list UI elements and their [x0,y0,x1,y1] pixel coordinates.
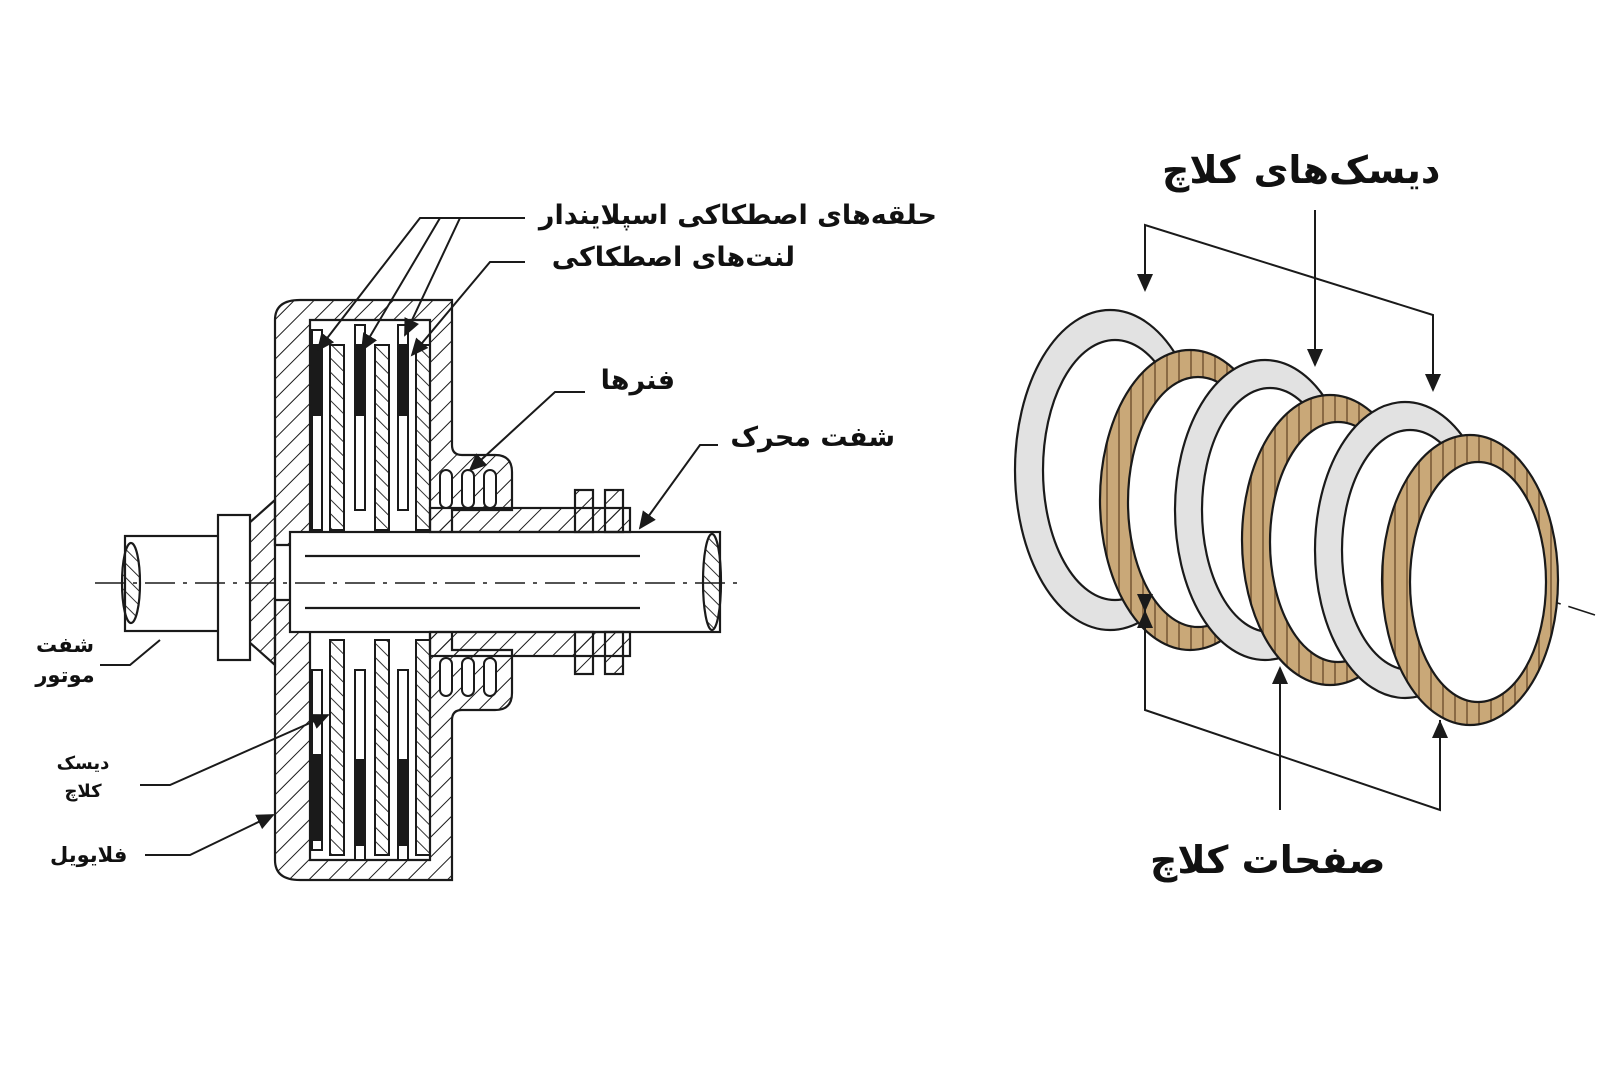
label-drive-shaft: شفت محرک [730,422,895,453]
clutch-pack-exploded-view [1013,308,1596,727]
label-splined-friction-rings: حلقه‌های اصطکاکی اسپلایندار [538,200,937,231]
clutch-disc-stack [311,324,431,861]
springs [439,469,497,697]
label-clutch-disc-line2: کلاچ [64,781,102,802]
drive-shaft [95,488,740,676]
label-clutch-plates: صفحات کلاچ [1150,838,1386,882]
label-clutch-disc: دیسک کلاچ [48,750,118,806]
label-springs: فنرها [600,365,675,396]
label-motor-shaft: شفت موتور [30,630,100,690]
label-clutch-disc-line1: دیسک [56,753,110,774]
clutch-disc-3 [1380,433,1560,727]
label-motor-shaft-line2: موتور [35,663,95,687]
leader-lines-left [100,217,718,856]
label-motor-shaft-line1: شفت [36,633,94,657]
label-clutch-discs: دیسک‌های کلاچ [1162,148,1441,192]
motor-shaft [120,513,252,662]
leader-lines-right [1137,210,1448,812]
label-flywheel: فلایویل [50,843,128,867]
label-friction-linings: لنت‌های اصطکاکی [551,242,795,273]
